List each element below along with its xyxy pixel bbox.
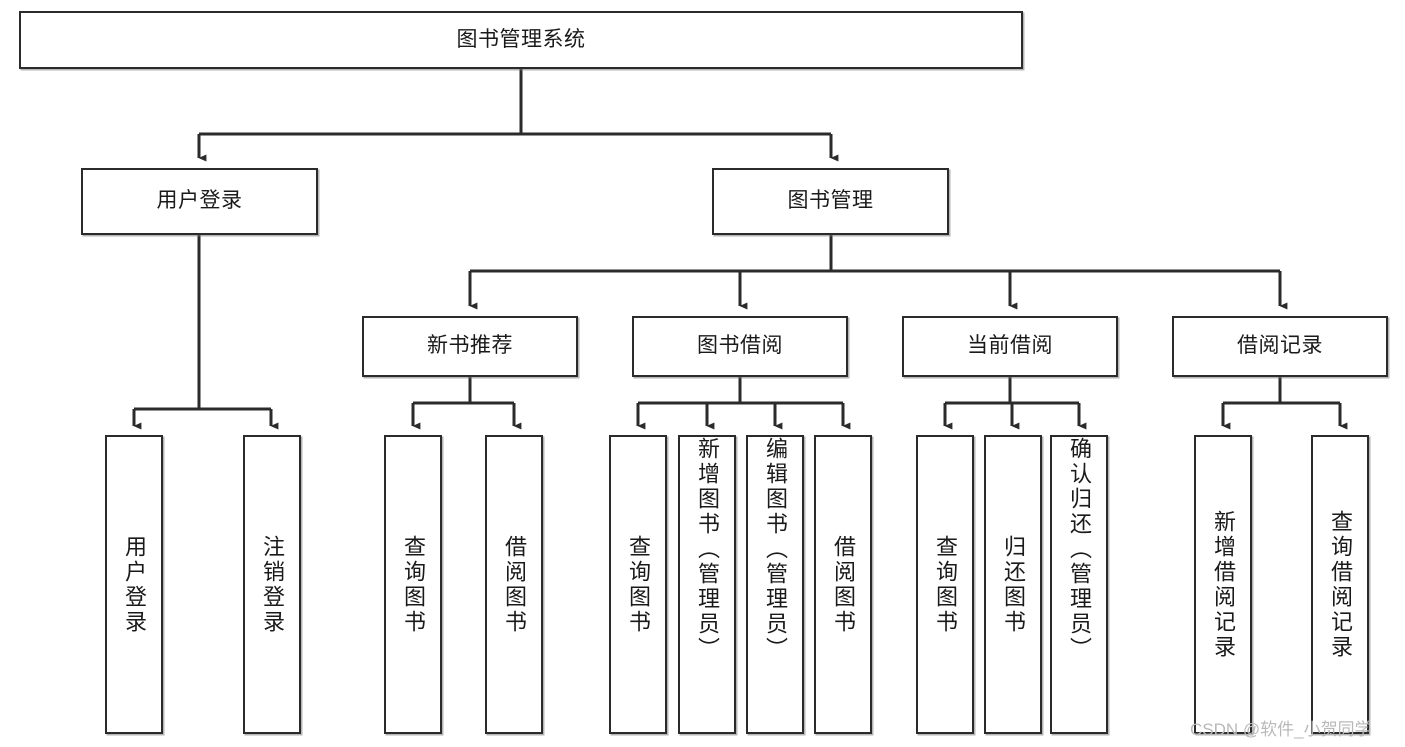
leaf-borrow-book-a-label: 借阅图书 bbox=[502, 534, 527, 635]
leaf-add-record-label: 新增借阅记录 bbox=[1211, 509, 1236, 660]
leaf-query-record[interactable]: 查询借阅记录 bbox=[1311, 435, 1369, 734]
leaf-confirm-return-label: 确认归还（管理员） bbox=[1067, 437, 1092, 662]
leaf-user-login[interactable]: 用户登录 bbox=[105, 435, 163, 734]
node-new-book-recommend[interactable]: 新书推荐 bbox=[362, 316, 578, 377]
leaf-add-book-label: 新增图书（管理员） bbox=[695, 437, 720, 662]
leaf-borrow-book-b[interactable]: 借阅图书 bbox=[814, 435, 872, 734]
leaf-logout-label: 注销登录 bbox=[260, 534, 285, 635]
leaf-return-book-label: 归还图书 bbox=[1001, 534, 1026, 635]
leaf-query-record-label: 查询借阅记录 bbox=[1328, 509, 1353, 660]
leaf-query-book-c-label: 查询图书 bbox=[933, 534, 958, 635]
node-user-login[interactable]: 用户登录 bbox=[81, 168, 318, 235]
leaf-edit-book-label: 编辑图书（管理员） bbox=[763, 437, 788, 662]
node-book-borrow-label: 图书借阅 bbox=[697, 334, 783, 358]
node-current-borrow-label: 当前借阅 bbox=[967, 334, 1053, 358]
leaf-add-record[interactable]: 新增借阅记录 bbox=[1194, 435, 1252, 734]
leaf-query-book-c[interactable]: 查询图书 bbox=[916, 435, 974, 734]
node-book-management-label: 图书管理 bbox=[787, 189, 874, 213]
leaf-borrow-book-a[interactable]: 借阅图书 bbox=[485, 435, 543, 734]
node-borrow-record[interactable]: 借阅记录 bbox=[1172, 316, 1388, 377]
node-root[interactable]: 图书管理系统 bbox=[19, 11, 1023, 69]
leaf-return-book[interactable]: 归还图书 bbox=[984, 435, 1042, 734]
node-user-login-label: 用户登录 bbox=[156, 189, 243, 213]
leaf-borrow-book-b-label: 借阅图书 bbox=[831, 534, 856, 635]
leaf-logout[interactable]: 注销登录 bbox=[243, 435, 301, 734]
node-new-book-recommend-label: 新书推荐 bbox=[427, 334, 513, 358]
leaf-query-book-a[interactable]: 查询图书 bbox=[384, 435, 442, 734]
node-book-borrow[interactable]: 图书借阅 bbox=[632, 316, 848, 377]
leaf-query-book-b-label: 查询图书 bbox=[626, 534, 651, 635]
leaf-query-book-b[interactable]: 查询图书 bbox=[609, 435, 667, 734]
leaf-add-book[interactable]: 新增图书（管理员） bbox=[678, 435, 736, 734]
node-book-management[interactable]: 图书管理 bbox=[712, 168, 949, 235]
watermark-text: CSDN @软件_小贺同学 bbox=[1190, 720, 1372, 739]
leaf-query-book-a-label: 查询图书 bbox=[401, 534, 426, 635]
node-borrow-record-label: 借阅记录 bbox=[1237, 334, 1323, 358]
leaf-confirm-return[interactable]: 确认归还（管理员） bbox=[1050, 435, 1108, 734]
leaf-edit-book[interactable]: 编辑图书（管理员） bbox=[746, 435, 804, 734]
node-current-borrow[interactable]: 当前借阅 bbox=[902, 316, 1118, 377]
leaf-user-login-label: 用户登录 bbox=[122, 534, 147, 635]
node-root-label: 图书管理系统 bbox=[456, 27, 586, 51]
